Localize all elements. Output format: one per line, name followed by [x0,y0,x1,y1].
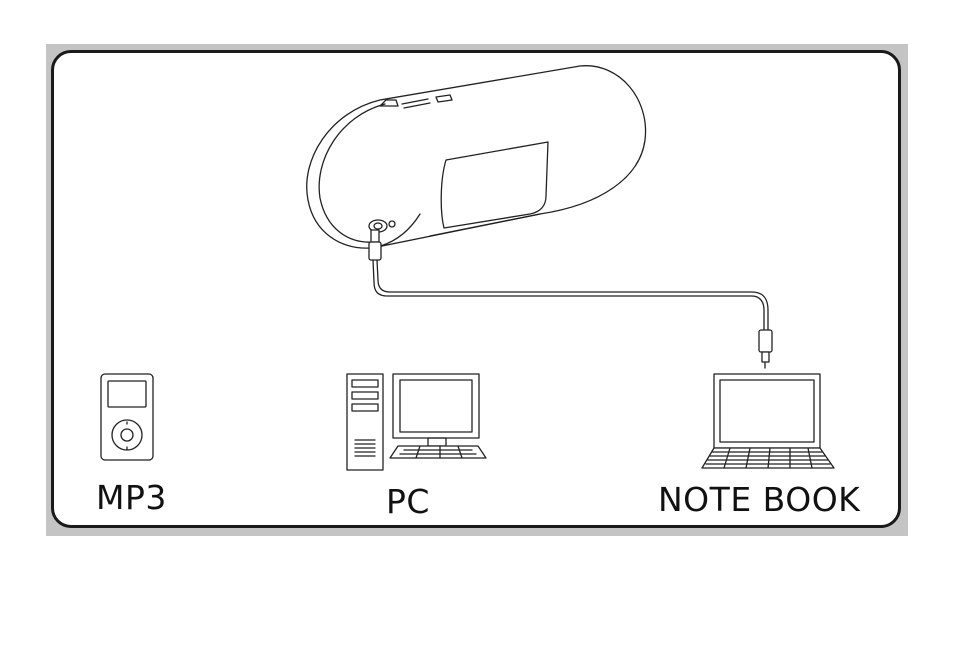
mp3-label: MP3 [96,481,167,514]
audio-cable [369,230,772,368]
pc-label: PC [386,485,430,518]
notebook-label: NOTE BOOK [658,483,860,516]
notebook-laptop-icon [702,374,834,468]
desktop-pc-icon [347,374,486,470]
mp3-player-icon [101,374,153,460]
speaker-dock-illustration [307,66,646,248]
